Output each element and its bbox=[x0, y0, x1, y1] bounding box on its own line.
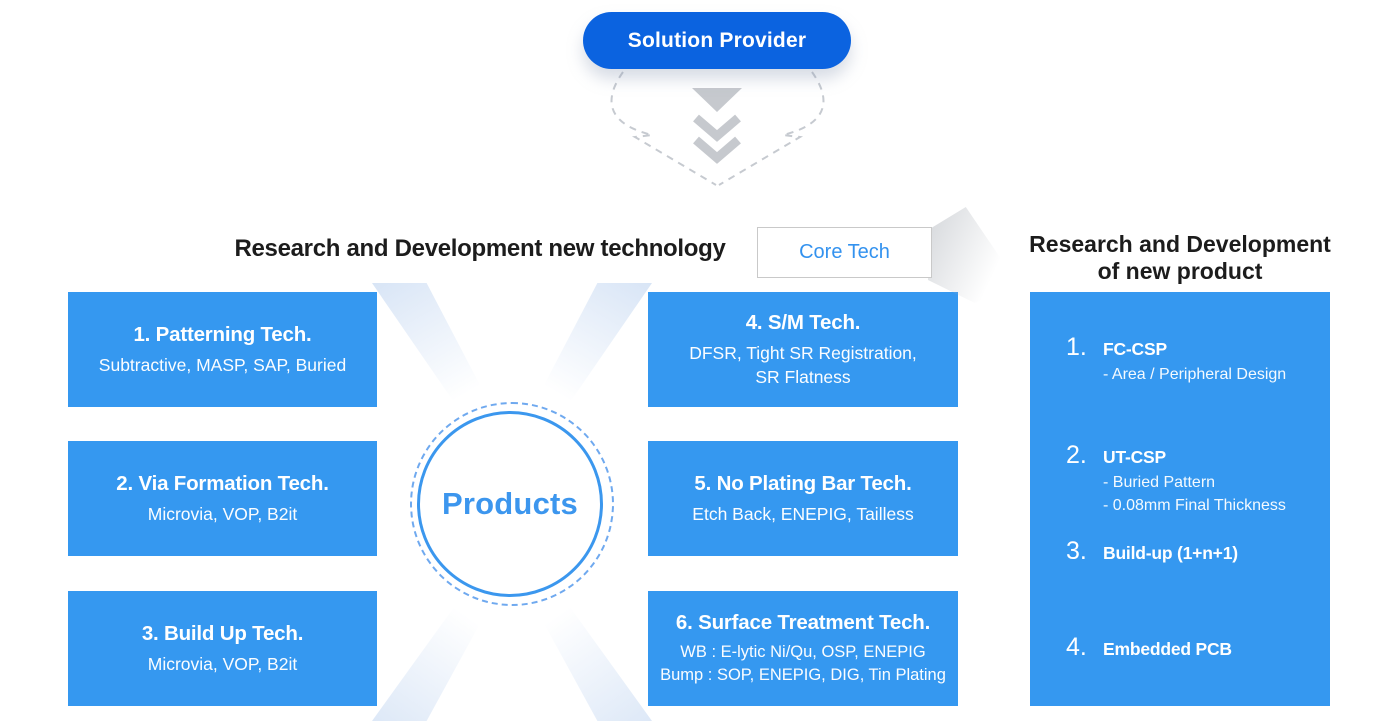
down-arrow-icon bbox=[610, 71, 825, 186]
tech-box-via-formation: 2. Via Formation Tech. Microvia, VOP, B2… bbox=[68, 441, 377, 556]
core-tech-ribbon bbox=[928, 207, 1018, 303]
product-item-detail: - Buried Pattern bbox=[1103, 474, 1216, 491]
product-item-number: 1. bbox=[1066, 333, 1087, 361]
tech-box-no-plating-bar: 5. No Plating Bar Tech. Etch Back, ENEPI… bbox=[648, 441, 958, 556]
tech-box-subtitle: SR Flatness bbox=[755, 366, 851, 387]
tech-box-surface-treatment: 6. Surface Treatment Tech. WB : E-lytic … bbox=[648, 591, 958, 706]
heading-new-product: Research and Development of new product bbox=[1029, 231, 1331, 285]
core-tech-box: Core Tech bbox=[757, 227, 932, 278]
product-item-embedded-pcb: 4. Embedded PCB bbox=[1066, 634, 1232, 660]
tech-box-subtitle: WB : E-lytic Ni/Qu, OSP, ENEPIG bbox=[680, 642, 926, 661]
product-item-name: FC-CSP bbox=[1103, 339, 1167, 359]
product-item-name: Build-up (1+n+1) bbox=[1103, 543, 1238, 563]
tech-box-subtitle: Microvia, VOP, B2it bbox=[147, 503, 298, 524]
tech-box-subtitle: DFSR, Tight SR Registration, bbox=[689, 342, 917, 363]
tech-box-title: 3. Build Up Tech. bbox=[141, 621, 304, 645]
tech-box-title: 6. Surface Treatment Tech. bbox=[675, 610, 931, 634]
solution-provider-badge: Solution Provider bbox=[583, 12, 851, 69]
product-item-number: 3. bbox=[1066, 537, 1087, 565]
product-item-number: 4. bbox=[1066, 633, 1087, 661]
product-item-detail: - Area / Peripheral Design bbox=[1103, 366, 1287, 383]
solution-provider-label: Solution Provider bbox=[627, 28, 807, 52]
products-dashed-ring bbox=[410, 402, 614, 606]
product-item-name: UT-CSP bbox=[1103, 447, 1166, 467]
tech-box-build-up: 3. Build Up Tech. Microvia, VOP, B2it bbox=[68, 591, 377, 706]
tech-box-subtitle: Subtractive, MASP, SAP, Buried bbox=[98, 354, 347, 375]
products-circle: Products bbox=[417, 411, 603, 597]
product-item-detail: - 0.08mm Final Thickness bbox=[1103, 497, 1286, 514]
tech-box-sm: 4. S/M Tech. DFSR, Tight SR Registration… bbox=[648, 292, 958, 407]
tech-box-subtitle: Microvia, VOP, B2it bbox=[147, 653, 298, 674]
product-item-build-up: 3. Build-up (1+n+1) bbox=[1066, 538, 1238, 564]
products-label: Products bbox=[442, 486, 578, 521]
tech-box-subtitle: Bump : SOP, ENEPIG, DIG, Tin Plating bbox=[660, 665, 946, 684]
tech-box-title: 1. Patterning Tech. bbox=[133, 322, 312, 346]
heading-new-technology: Research and Development new technology bbox=[234, 235, 726, 262]
tech-box-patterning: 1. Patterning Tech. Subtractive, MASP, S… bbox=[68, 292, 377, 407]
product-item-ut-csp: 2. UT-CSP - Buried Pattern - 0.08mm Fina… bbox=[1066, 442, 1286, 517]
heading-new-product-line2: of new product bbox=[1097, 258, 1263, 284]
product-item-number: 2. bbox=[1066, 441, 1087, 469]
tech-box-title: 5. No Plating Bar Tech. bbox=[694, 471, 912, 495]
product-item-name: Embedded PCB bbox=[1103, 639, 1232, 659]
tech-box-title: 4. S/M Tech. bbox=[745, 310, 861, 334]
tech-box-subtitle: Etch Back, ENEPIG, Tailless bbox=[692, 503, 914, 524]
new-product-box: 1. FC-CSP - Area / Peripheral Design 2. … bbox=[1030, 292, 1330, 706]
product-item-fc-csp: 1. FC-CSP - Area / Peripheral Design bbox=[1066, 334, 1286, 386]
tech-box-title: 2. Via Formation Tech. bbox=[116, 471, 329, 495]
core-tech-label: Core Tech bbox=[799, 241, 890, 263]
heading-new-product-line1: Research and Development bbox=[1029, 231, 1331, 257]
